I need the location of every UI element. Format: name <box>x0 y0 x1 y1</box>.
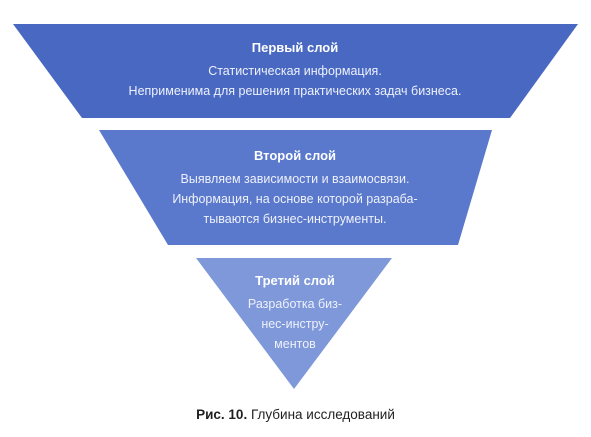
layer-1-shape <box>13 24 578 118</box>
layer-2-title: Второй слой <box>253 148 337 163</box>
layer-3-line: ментов <box>274 337 316 351</box>
layer-2-line: Выявляем зависимости и взаимосвязи. <box>180 172 410 186</box>
layer-2-text: Второй слой Выявляем зависимости и взаим… <box>140 146 450 229</box>
layer-3-text: Третий слой Разработка биз- нес-инстру- … <box>220 271 370 354</box>
layer-2-line: Информация, на основе которой разраба- <box>172 192 418 206</box>
layer-3-shape <box>196 258 392 389</box>
layer-1-title: Первый слой <box>251 40 339 55</box>
layer-1-line: Неприменима для решения практических зад… <box>128 84 462 98</box>
layer-1-text: Первый слой Статистическая информация. Н… <box>70 38 520 101</box>
layer-3-title: Третий слой <box>255 273 335 288</box>
layer-2-line: тываются бизнес-инструменты. <box>203 212 387 226</box>
figure-caption: Рис. 10. Глубина исследований <box>0 407 591 422</box>
caption-label: Рис. 10. <box>196 407 248 422</box>
layer-1-line: Статистическая информация. <box>208 64 382 78</box>
layer-3-line: нес-инстру- <box>261 317 329 331</box>
layer-3-line: Разработка биз- <box>247 297 343 311</box>
caption-text: Глубина исследований <box>250 407 395 422</box>
layer-2-shape <box>99 130 492 245</box>
